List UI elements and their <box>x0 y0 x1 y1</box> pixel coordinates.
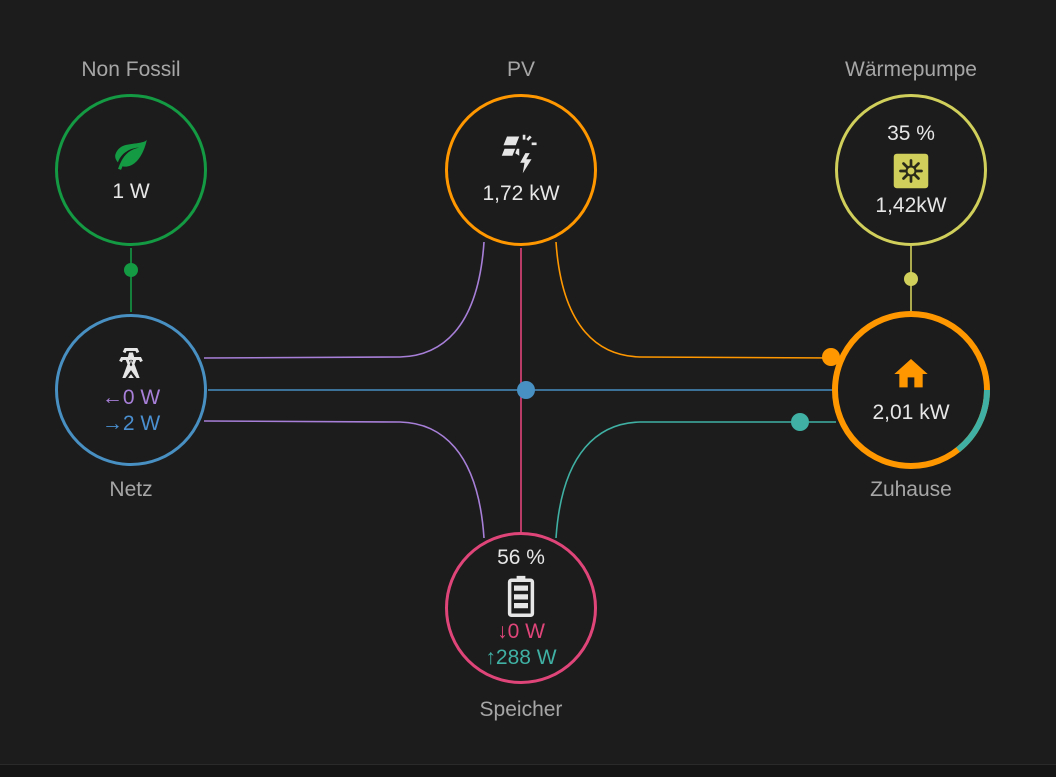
flow-dot-heatpump <box>904 272 918 286</box>
heatpump-node[interactable]: 35 % 1,42kW <box>835 94 987 246</box>
home-label: Zuhause <box>870 478 952 501</box>
non-fossil-label: Non Fossil <box>81 58 181 81</box>
bottom-edge <box>0 764 1056 777</box>
grid-import-row: ←0 W <box>102 385 160 411</box>
battery-in-arrow: ↓ <box>497 620 508 643</box>
battery-out-value: 288 W <box>495 646 557 669</box>
battery-icon <box>506 575 536 617</box>
grid-import-value: 0 W <box>122 386 161 409</box>
grid-export-value: 2 W <box>122 412 161 435</box>
flow-grid-battery <box>203 420 485 539</box>
pv-value: 1,72 kW <box>482 182 560 205</box>
pv-node[interactable]: 1,72 kW <box>445 94 597 246</box>
grid-label: Netz <box>109 478 153 501</box>
non-fossil-node[interactable]: 1 W <box>55 94 207 246</box>
flow-battery-home <box>555 421 836 539</box>
leaf-icon <box>109 135 153 173</box>
home-icon <box>890 354 932 394</box>
battery-in-value: 0 W <box>507 620 545 643</box>
battery-percent: 56 % <box>497 546 545 569</box>
transmission-tower-icon <box>113 343 149 383</box>
home-ring-battery-segment <box>956 389 990 453</box>
flow-pv-home <box>555 241 837 359</box>
home-value: 2,01 kW <box>872 401 950 424</box>
grid-node[interactable]: ←0 W →2 W <box>55 314 207 466</box>
solar-power-icon <box>498 133 544 175</box>
flow-dot-battery-home <box>791 413 809 431</box>
grid-export-row: →2 W <box>102 411 160 437</box>
battery-out-arrow: ↑ <box>485 646 496 669</box>
heatpump-percent: 35 % <box>887 122 935 145</box>
flow-dot-nonfossil <box>124 263 138 277</box>
battery-in-row: ↓0 W <box>497 619 545 645</box>
heat-pump-icon <box>893 153 929 189</box>
battery-label: Speicher <box>479 698 563 721</box>
non-fossil-value: 1 W <box>112 180 150 203</box>
grid-export-arrow: → <box>101 412 123 435</box>
flow-dot-grid-home <box>517 381 535 399</box>
battery-out-row: ↑288 W <box>485 645 556 671</box>
flow-dot-pv-home <box>822 348 840 366</box>
heatpump-label: Wärmepumpe <box>845 58 977 81</box>
pv-label: PV <box>506 58 535 81</box>
grid-import-arrow: ← <box>101 386 123 409</box>
home-node[interactable]: 2,01 kW <box>835 314 987 466</box>
battery-node[interactable]: 56 % ↓0 W ↑288 W <box>445 532 597 684</box>
heatpump-value: 1,42kW <box>875 194 947 217</box>
flow-pv-grid <box>203 241 485 359</box>
